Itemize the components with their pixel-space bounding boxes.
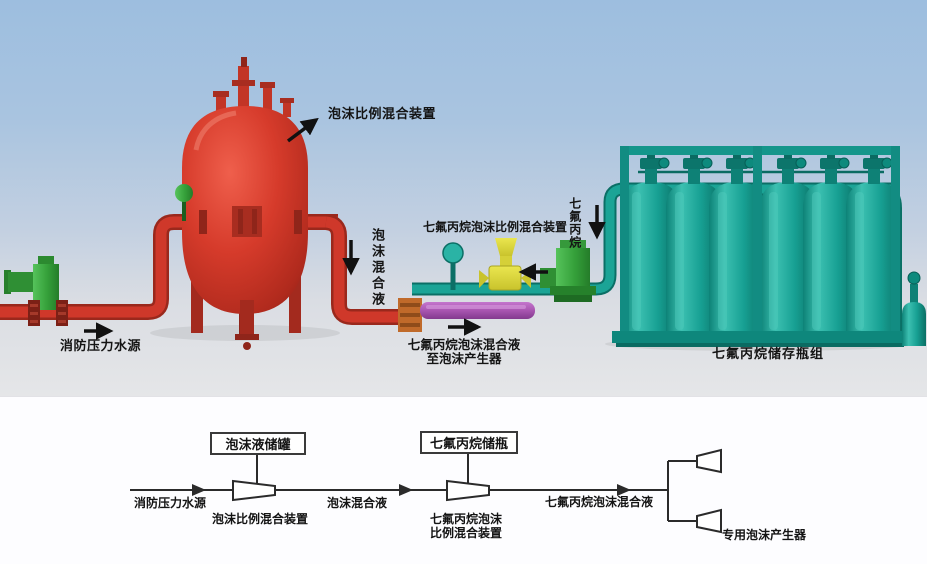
schematic-label-foam-generator: 专用泡沫产生器 (722, 528, 807, 542)
label-cylinder-group: 七氟丙烷储存瓶组 (712, 346, 825, 361)
red-water-piping (0, 214, 412, 325)
tank-top-stack (238, 66, 249, 112)
schematic-box-foam-tank: 泡沫液储罐 (210, 432, 306, 455)
mixture-outlet-pipe (398, 298, 535, 332)
schematic-label-hfc-foam-mixture: 七氟丙烷泡沫混合液 (545, 495, 654, 509)
schematic-label-hfc-proportioner: 七氟丙烷泡沫 比例混合装置 (425, 512, 507, 541)
label-foam-mixture: 泡沫混合液 (369, 228, 385, 308)
rack-post (891, 146, 900, 338)
schematic-label-water-source: 消防压力水源 (134, 496, 207, 510)
label-water-source: 消防压力水源 (60, 338, 142, 353)
pilot-cylinder (902, 271, 926, 346)
schematic-arrowheads (192, 484, 631, 496)
schematic-box-hfc-cylinder: 七氟丙烷储瓶 (420, 431, 518, 454)
foam-tank (175, 57, 308, 350)
hfc-cylinder-rack (612, 146, 908, 347)
schematic-label-hfc-proportioner-line2: 比例混合装置 (429, 525, 502, 540)
label-mixture-out: 七氟丙烷泡沫混合液 至泡沫产生器 (406, 338, 522, 367)
scene-artwork (0, 57, 926, 351)
hfc-piping (412, 182, 897, 296)
label-mixture-out-line1: 七氟丙烷泡沫混合液 (407, 338, 521, 352)
foam-generator-symbol (696, 448, 722, 474)
hfc-proportioner-symbol (446, 479, 490, 502)
schematic-symbols (232, 448, 722, 534)
hfc-release-valve (540, 240, 596, 302)
tank-drain (240, 300, 254, 336)
proportioner-symbol (232, 479, 276, 502)
label-mixture-out-line2: 至泡沫产生器 (426, 352, 502, 367)
label-hfc-mixer: 七氟丙烷泡沫比例混合装置 (423, 220, 568, 234)
rack-post (753, 146, 762, 338)
foam-generator-symbol (696, 508, 722, 534)
schematic-label-proportioner: 泡沫比例混合装置 (212, 512, 309, 526)
water-inlet-valve (4, 256, 68, 326)
pipe-gauge (442, 242, 464, 290)
schematic-panel (0, 396, 927, 564)
callout-arrow (286, 117, 319, 143)
label-tank-callout: 泡沫比例混合装置 (328, 106, 437, 121)
rack-base (612, 331, 908, 343)
schematic-label-hfc-proportioner-line1: 七氟丙烷泡沫 (429, 512, 502, 526)
annotation-arrows (84, 117, 606, 340)
schematic-label-foam-mixture: 泡沫混合液 (327, 496, 388, 510)
level-gauge-ball (175, 184, 193, 202)
schematic-lines (130, 454, 698, 522)
scene-3d: 泡沫比例混合装置 泡沫混合液 七氟丙烷泡沫比例混合装置 七氟丙烷 消防压力水源 … (0, 0, 927, 396)
label-hfc: 七氟丙烷 (567, 197, 582, 249)
rack-post (620, 146, 629, 338)
